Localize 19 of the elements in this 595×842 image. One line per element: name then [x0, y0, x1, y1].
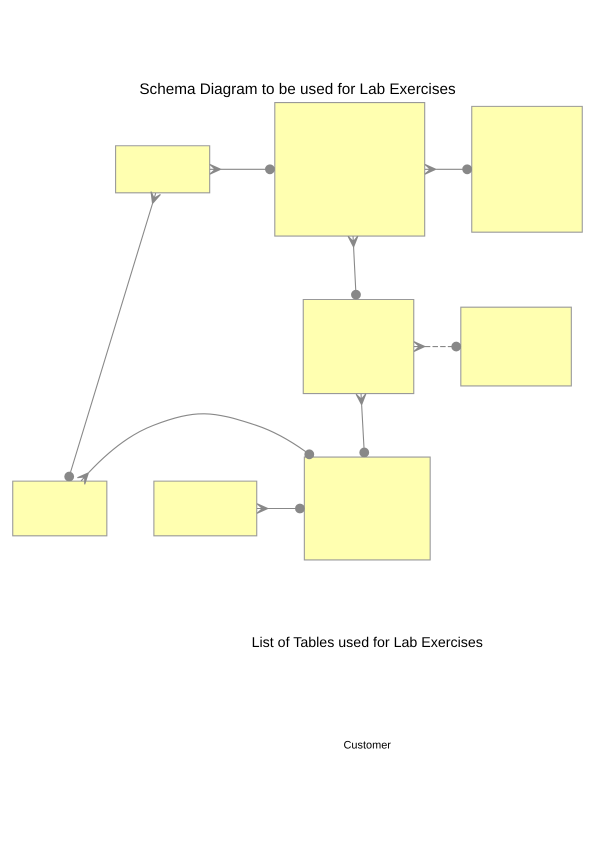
node-box — [274, 102, 426, 236]
label: List of Tables used for Lab Exercises — [252, 634, 483, 650]
connector — [256, 502, 305, 514]
connector — [76, 412, 314, 484]
connector — [348, 234, 361, 300]
connector — [64, 190, 161, 481]
node-box — [460, 306, 572, 386]
node-box — [304, 456, 431, 560]
connector — [209, 163, 275, 174]
node-box — [302, 298, 414, 394]
diagram-title: Schema Diagram to be used for Lab Exercises — [139, 80, 456, 98]
node-box — [471, 105, 583, 232]
connector — [424, 163, 472, 174]
node-box — [115, 144, 210, 193]
label: Customer — [344, 739, 391, 752]
node-box — [12, 480, 108, 536]
connector — [356, 392, 370, 457]
node-box — [153, 480, 258, 536]
connector — [413, 340, 462, 352]
